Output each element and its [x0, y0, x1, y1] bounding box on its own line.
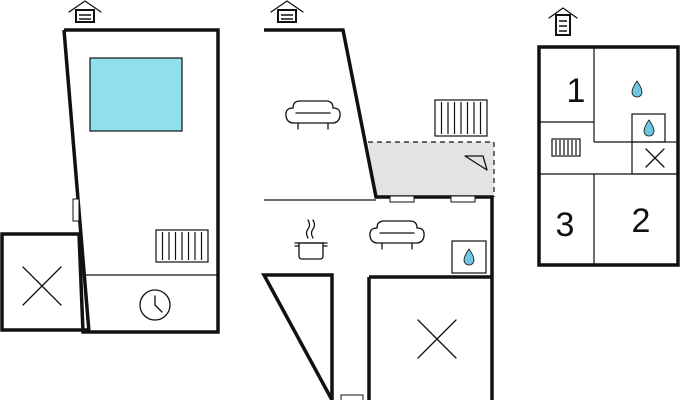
cross-icon — [645, 148, 665, 168]
cross-icon — [417, 319, 457, 359]
clock-icon — [139, 289, 171, 321]
pool — [89, 57, 183, 132]
left-diagonal-wall — [62, 29, 91, 333]
unit-right: 1 2 3 — [537, 7, 680, 267]
terrace-arrow-icon — [464, 155, 488, 171]
radiator-icon — [434, 99, 488, 137]
room-number-2: 2 — [632, 202, 651, 240]
unit-left — [0, 0, 220, 334]
door-marker — [389, 195, 415, 203]
unit-left-outline — [0, 28, 220, 334]
house-icon — [68, 0, 102, 23]
house-icon — [270, 0, 304, 23]
terrace-edge — [368, 141, 495, 197]
room-number-3: 3 — [556, 206, 575, 244]
sofa-icon — [369, 220, 425, 250]
water-drop-icon — [463, 248, 475, 266]
cooking-pot-icon — [294, 219, 328, 260]
storage-box — [631, 141, 679, 175]
sofa-icon — [285, 100, 341, 130]
radiator-icon — [155, 229, 209, 263]
unit-middle — [261, 0, 495, 400]
bathroom-box — [451, 240, 487, 274]
water-drop-icon — [643, 119, 655, 137]
door-marker — [450, 195, 476, 203]
water-drop-icon — [631, 80, 643, 98]
room-number-1: 1 — [567, 72, 586, 110]
unit-middle-outline — [261, 28, 494, 400]
terrace — [368, 142, 494, 197]
radiator-icon — [551, 138, 581, 157]
cross-icon — [22, 266, 62, 306]
door-marker — [72, 198, 80, 222]
door-marker — [340, 394, 364, 400]
house-icon — [548, 7, 578, 36]
